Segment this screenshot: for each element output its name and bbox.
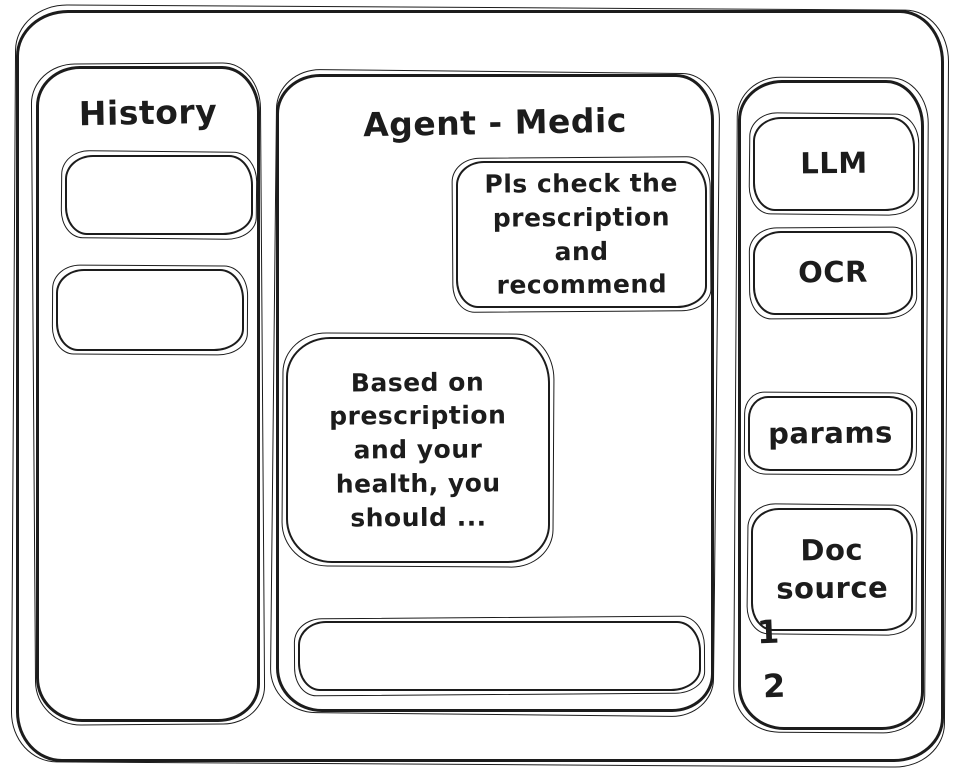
message-input[interactable]: [300, 623, 699, 689]
history-title: History: [78, 91, 218, 134]
doc-source-item-2: 2: [762, 666, 787, 706]
history-panel: History: [36, 66, 260, 722]
chat-panel: Agent - Medic Pls check the prescription…: [276, 74, 714, 712]
user-message-text: Pls check the prescription and recommend: [484, 168, 678, 300]
tool-button-doc-source[interactable]: Doc source: [751, 508, 913, 631]
assistant-message-text: Based on prescription and your health, y…: [329, 367, 507, 533]
message-input-box[interactable]: [298, 621, 701, 691]
history-item[interactable]: [56, 269, 244, 351]
doc-source-item-1: 1: [756, 612, 781, 652]
tool-button-params-label: params: [767, 415, 894, 451]
tool-button-llm-label: LLM: [800, 145, 868, 181]
tool-button-ocr-label: OCR: [797, 254, 869, 290]
assistant-message-bubble: Based on prescription and your health, y…: [286, 337, 550, 563]
user-message-bubble: Pls check the prescription and recommend: [456, 161, 707, 308]
tool-button-ocr[interactable]: OCR: [753, 231, 913, 315]
tools-panel: LLM OCR params Doc source 1 2: [738, 80, 924, 730]
tool-button-params[interactable]: params: [748, 396, 913, 471]
chat-title: Agent - Medic: [362, 100, 628, 145]
tool-button-llm[interactable]: LLM: [753, 117, 915, 211]
history-item[interactable]: [65, 155, 253, 235]
